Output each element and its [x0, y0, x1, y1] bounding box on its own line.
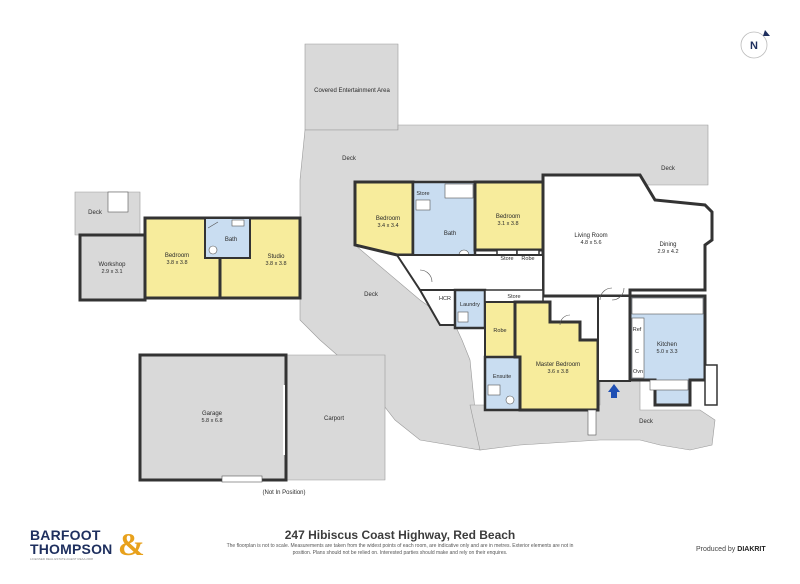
kitchen-name: Kitchen [657, 342, 677, 348]
workshop-dims: 2.9 x 3.1 [101, 269, 122, 275]
living-dims: 4.8 x 5.6 [580, 240, 601, 246]
dining-name: Dining [659, 242, 676, 248]
hcr-name: HCR [439, 296, 451, 302]
deck-left-label: Deck [88, 210, 103, 216]
compass-label: N [750, 40, 758, 52]
bedroom-a-dims: 3.4 x 3.4 [377, 223, 398, 229]
ovn-name: Ovn [633, 369, 643, 375]
bedroom-b-dims: 3.1 x 3.8 [497, 221, 518, 227]
store-hall-name: Store [507, 294, 520, 300]
detached-studio-block [78, 216, 302, 302]
ensuite-name: Ensuite [493, 374, 511, 380]
brand-tagline: LICENSED REAL ESTATE AGENT REAA 2008 [30, 557, 93, 561]
kitchen-dims: 5.0 x 3.3 [656, 349, 677, 355]
garage-name: Garage [202, 411, 223, 417]
produced-by-label: Produced by [696, 546, 736, 553]
master-bedroom-room [513, 300, 600, 412]
disclaimer-text: The floorplan is not to scale. Measureme… [226, 543, 574, 556]
not-in-position-label: (Not In Position) [262, 490, 305, 496]
master-name: Master Bedroom [536, 362, 580, 368]
deck-top-label: Deck [342, 156, 357, 162]
produced-by: Produced by DIAKRIT [696, 546, 766, 553]
bath-main-name: Bath [444, 231, 456, 237]
garage-block [138, 353, 288, 483]
entry-passage [597, 295, 631, 382]
robe-a-name: Robe [521, 256, 534, 262]
deck-bottom-label: Deck [639, 419, 654, 425]
dining-dims: 2.9 x 4.2 [657, 249, 678, 255]
living-name: Living Room [574, 233, 607, 239]
deck-west [74, 191, 141, 236]
garage-room [138, 353, 288, 482]
brand-logo: BARFOOT THOMPSON & LICENSED REAL ESTATE … [30, 526, 180, 562]
deck-middle-label: Deck [364, 292, 379, 298]
bath-left-name: Bath [225, 237, 237, 243]
bedroom-left-name: Bedroom [165, 253, 189, 259]
deck-right-label: Deck [661, 166, 676, 172]
workshop-name: Workshop [99, 262, 127, 268]
carport-label: Carport [324, 416, 344, 422]
brand-line1: BARFOOT [30, 527, 101, 543]
store-a-name: Store [416, 191, 429, 197]
ref-name: Ref [633, 327, 642, 333]
kitchen-room [628, 294, 707, 407]
covered-entertainment-area [304, 43, 399, 131]
bedroom-left-dims: 3.8 x 3.8 [166, 260, 187, 266]
entry-arrow-icon [608, 384, 620, 398]
ensuite-room [483, 355, 522, 412]
bedroom-a-name: Bedroom [376, 216, 400, 222]
laundry-name: Laundry [460, 302, 480, 308]
brand-ampersand: & [118, 526, 145, 562]
floor-plan: N Covered Entertainment Area Deck Deck D… [74, 30, 770, 496]
robe-b-name: Robe [493, 328, 506, 334]
store-b-name: Store [500, 256, 513, 262]
master-dims: 3.6 x 3.8 [547, 369, 568, 375]
property-address: 247 Hibiscus Coast Highway, Red Beach [284, 528, 516, 542]
north-compass-icon [740, 30, 770, 59]
bedroom-b-name: Bedroom [496, 214, 520, 220]
garage-dims: 5.8 x 6.8 [201, 418, 222, 424]
studio-name: Studio [267, 254, 285, 260]
main-house [107, 173, 718, 436]
living-dining-room [541, 173, 714, 298]
c-name: C [635, 349, 639, 355]
brand-line2: THOMPSON [30, 541, 113, 557]
covered-entertainment-label: Covered Entertainment Area [314, 88, 390, 94]
producer-name: DIAKRIT [737, 546, 766, 553]
studio-dims: 3.8 x 3.8 [265, 261, 286, 267]
